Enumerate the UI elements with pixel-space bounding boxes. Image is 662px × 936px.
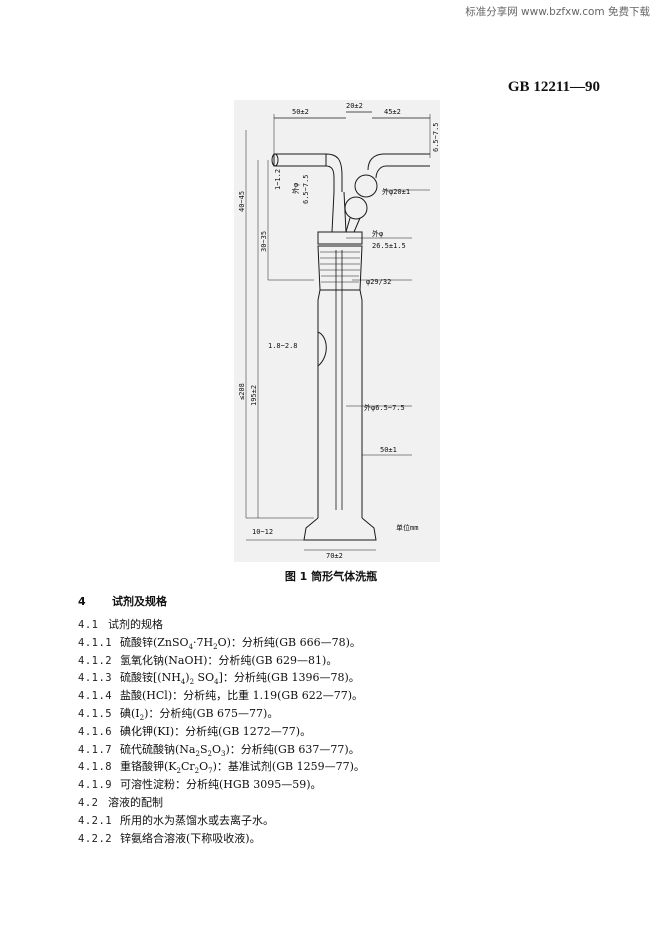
item-text: 重铬酸钾(K2Cr2O7)：基准试剂(GB 1259—77)。 <box>120 760 365 776</box>
item-list: 4.1 试剂的规格 4.1.1 硫酸锌(ZnSO4·7H2O)：分析纯(GB 666… <box>78 616 598 847</box>
list-item: 4.2.2 锌氨络合溶液(下称吸收液)。 <box>78 830 598 848</box>
label-outer-phi-a: 外φ <box>291 183 300 194</box>
watermark: 标准分享网 www.bzfxw.com 免费下载 <box>465 6 650 18</box>
label-outer-phi-b-value: 26.5±1.5 <box>372 242 406 250</box>
label-outer-phi-b: 外φ <box>372 229 383 238</box>
item-text: 试剂的规格 <box>108 618 163 631</box>
list-item: 4.1.8 重铬酸钾(K2Cr2O7)：基准试剂(GB 1259—77)。 <box>78 758 598 776</box>
dim-6575-top: 6.5~7.5 <box>432 122 440 152</box>
section-heading: 4 试剂及规格 <box>78 593 167 609</box>
list-item: 4.2.1 所用的水为蒸馏水或去离子水。 <box>78 812 598 830</box>
label-outer-phi-20: 外φ20±1 <box>382 187 410 196</box>
item-text: 氢氧化钠(NaOH)：分析纯(GB 629—81)。 <box>120 653 338 667</box>
item-text: 硫代硫酸钠(Na2S2O3)：分析纯(GB 637—77)。 <box>120 742 360 758</box>
item-number: 4.1.7 <box>78 743 113 756</box>
item-number: 4.1.4 <box>78 690 113 703</box>
dim-50: 50±2 <box>292 108 309 116</box>
item-number: 4.2.2 <box>78 832 113 845</box>
item-text: 碘化钾(KI)：分析纯(GB 1272—77)。 <box>120 724 312 738</box>
item-text: 盐酸(HCl)：分析纯，比重 1.19(GB 622—77)。 <box>120 689 364 703</box>
list-item: 4.1.9 可溶性淀粉：分析纯(HGB 3095—59)。 <box>78 776 598 794</box>
section-title: 试剂及规格 <box>112 595 167 608</box>
dim-1-8-2-8: 1.8~2.8 <box>268 342 298 350</box>
item-text: 所用的水为蒸馏水或去离子水。 <box>120 813 274 827</box>
dim-10-12: 10~12 <box>252 528 273 536</box>
item-number: 4.1.1 <box>78 636 113 649</box>
dim-195: 195±2 <box>250 385 258 406</box>
item-number: 4.1.3 <box>78 672 113 685</box>
item-text: 硫酸铵[(NH4)2 SO4]：分析纯(GB 1396—78)。 <box>120 671 360 687</box>
list-item: 4.1.2 氢氧化钠(NaOH)：分析纯(GB 629—81)。 <box>78 652 598 670</box>
dim-30-35: 30~35 <box>260 231 268 252</box>
item-text: 可溶性淀粉：分析纯(HGB 3095—59)。 <box>120 778 322 792</box>
standard-number: GB 12211—90 <box>507 79 600 95</box>
item-number: 4.2 <box>78 796 99 809</box>
list-item: 4.1 试剂的规格 <box>78 616 598 634</box>
unit-label: 单位mm <box>396 523 418 532</box>
label-outer-phi-a-value: 6.5~7.5 <box>302 174 310 204</box>
list-item: 4.1.6 碘化钾(KI)：分析纯(GB 1272—77)。 <box>78 723 598 741</box>
item-number: 4.1.6 <box>78 725 113 738</box>
bottle-drawing <box>245 111 431 551</box>
item-text: 硫酸锌(ZnSO4·7H2O)：分析纯(GB 666—78)。 <box>120 635 361 651</box>
list-item: 4.1.4 盐酸(HCl)：分析纯，比重 1.19(GB 622—77)。 <box>78 687 598 705</box>
dim-50-1: 50±1 <box>380 446 397 454</box>
list-item: 4.1.1 硫酸锌(ZnSO4·7H2O)：分析纯(GB 666—78)。 <box>78 634 598 652</box>
item-number: 4.1.9 <box>78 779 113 792</box>
item-number: 4.1 <box>78 619 99 631</box>
item-number: 4.1.8 <box>78 761 113 774</box>
dim-70: 70±2 <box>326 552 343 560</box>
dim-40-45: 40~45 <box>238 191 246 212</box>
item-text: 碘(I2)：分析纯(GB 675—77)。 <box>120 706 279 723</box>
dim-le-208: ≤208 <box>238 383 246 400</box>
item-text: 溶液的配制 <box>108 795 163 809</box>
label-outer-phi-c: 外φ6.5~7.5 <box>364 403 405 412</box>
item-text: 锌氨络合溶液(下称吸收液)。 <box>120 831 261 845</box>
list-item: 4.1.7 硫代硫酸钠(Na2S2O3)：分析纯(GB 637—77)。 <box>78 741 598 759</box>
dim-45: 45±2 <box>384 108 401 116</box>
list-item: 4.1.5 碘(I2)：分析纯(GB 675—77)。 <box>78 705 598 723</box>
list-item: 4.1.3 硫酸铵[(NH4)2 SO4]：分析纯(GB 1396—78)。 <box>78 669 598 687</box>
dim-1-12: 1~1.2 <box>274 169 282 190</box>
section-number: 4 <box>78 595 86 608</box>
list-item: 4.2 溶液的配制 <box>78 794 598 812</box>
dim-20: 20±2 <box>346 102 363 110</box>
item-number: 4.1.5 <box>78 707 113 720</box>
item-number: 4.2.1 <box>78 814 113 827</box>
item-number: 4.1.2 <box>78 654 113 667</box>
figure-gas-washing-bottle: 50±2 20±2 45±2 6.5~7.5 1~1.2 外φ 6.5~7.5 … <box>234 100 440 562</box>
label-phi-29-32: φ29/32 <box>366 278 391 286</box>
figure-caption: 图 1 筒形气体洗瓶 <box>284 570 378 583</box>
